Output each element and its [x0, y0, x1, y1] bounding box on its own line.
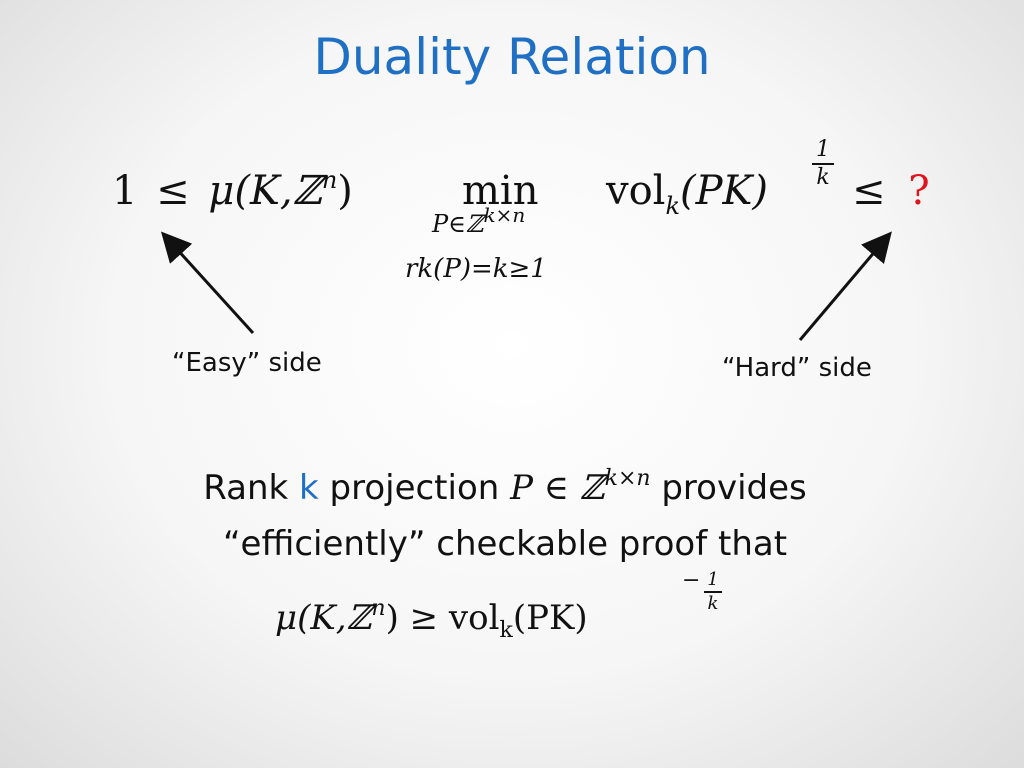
stmt3-exponent: − — [682, 568, 700, 597]
stmt-P: P ∈ ℤ — [510, 468, 605, 508]
stmt3-exponent-fraction: 1 k — [702, 570, 724, 614]
duality-inequality: 1 ≤ μ(K,ℤn) — [112, 166, 353, 214]
stmt3-close: ) ≥ vol — [385, 598, 500, 638]
stmt-provides: provides — [650, 468, 807, 508]
stmt3-exp-den: k — [707, 593, 719, 614]
eq-question: ? — [908, 168, 930, 214]
eq-exp-den: k — [816, 165, 830, 190]
statement-line1: Rank k projection P ∈ ℤk×n provides — [0, 466, 1010, 508]
eq-mu-expr: μ(K,ℤ — [208, 168, 322, 214]
stmt3-exp-bar — [704, 591, 722, 593]
eq-exponent-fraction: 1 k — [810, 138, 836, 190]
eq-min-sub-sup: k×n — [483, 203, 526, 227]
stmt-P-sup: k×n — [604, 466, 651, 491]
eq-min-sub-base: P∈ℤ — [432, 210, 484, 238]
stmt3-sub: k — [499, 618, 513, 643]
eq-min-sub-line2: rk(P)=k≥1 — [405, 254, 547, 284]
eq-vol-expr: volk(PK) — [606, 168, 769, 220]
statement-line3: μ(K,ℤn) ≥ volk(PK) — [275, 596, 588, 643]
statement-line2: “efficiently” checkable proof that — [222, 524, 788, 564]
stmt3-arg: (PK) — [512, 598, 588, 638]
hard-arrow — [798, 231, 892, 341]
stmt3-exp-minus: − — [682, 568, 701, 593]
eq-exp-num: 1 — [816, 137, 830, 162]
eq-vol-arg: (PK) — [680, 168, 769, 214]
eq-min-sub-line1: P∈ℤk×n — [432, 203, 525, 238]
eq-mu-sup: n — [321, 166, 338, 194]
eq-mu-close: ) — [337, 168, 353, 214]
eq-vol-sub: k — [665, 192, 681, 220]
stmt-rank: Rank — [203, 468, 299, 508]
easy-side-label: “Easy” side — [172, 348, 322, 378]
eq-exp-bar — [812, 163, 834, 165]
easy-arrow — [160, 231, 255, 335]
eq-leq2: ≤ — [852, 168, 886, 214]
stmt3-sup: n — [371, 596, 386, 621]
slide-title: Duality Relation — [313, 28, 711, 86]
eq-leq: ≤ — [156, 168, 190, 214]
stmt3-mu: μ(K,ℤ — [275, 598, 372, 638]
hard-side-label: “Hard” side — [722, 353, 872, 383]
eq-one: 1 — [112, 168, 138, 214]
eq-vol-word: vol — [606, 168, 666, 214]
stmt-k: k — [299, 468, 319, 508]
stmt-projection: projection — [318, 468, 511, 508]
stmt3-exp-num: 1 — [707, 569, 719, 590]
eq-leq-right: ≤ ? — [852, 168, 930, 214]
eq-min-word: min — [462, 168, 539, 214]
